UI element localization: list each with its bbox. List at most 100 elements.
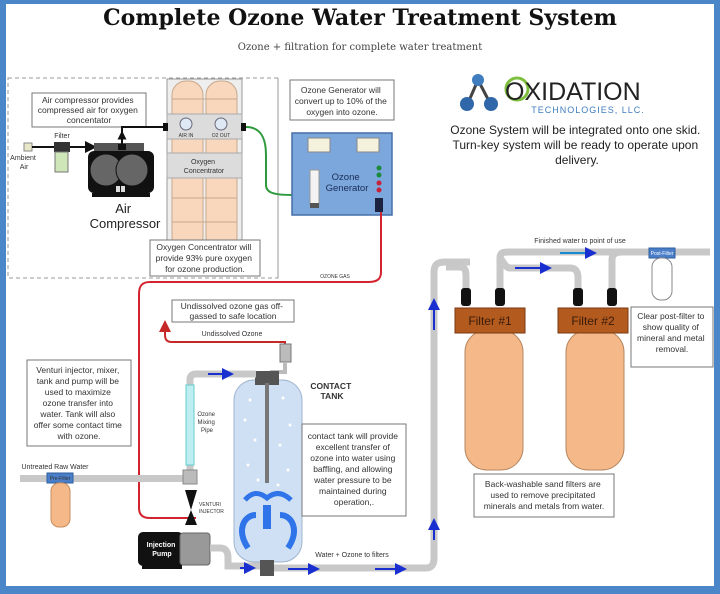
ozone-generator-note-line: Ozone Generator will	[301, 85, 381, 95]
oxygen-concentrator-note-line: Oxygen Concentrator will	[156, 242, 251, 252]
oxygen-concentrator-icon	[163, 78, 246, 260]
svg-text:Clear post-filter to show: Clear post-filter to show quality of min…	[637, 311, 707, 354]
water-ozone-label: Water + Ozone to filters	[315, 552, 389, 559]
venturi-note-line: water. Tank will also	[39, 409, 115, 419]
company-logo: OXIDATION TECHNOLOGIES, LLC.	[460, 74, 645, 115]
venturi-note-line: Venturi injector, mixer,	[36, 365, 119, 375]
offgas-line	[159, 320, 286, 344]
venturi-tee	[182, 469, 198, 485]
post-filter-label: Post-Filter	[651, 251, 674, 257]
filters-note-line: used to remove precipitated	[490, 490, 595, 500]
ozone-generator-note-line: convert up to 10% of the	[295, 96, 387, 106]
offgas-valve-icon	[279, 343, 292, 363]
ozone-gas-label: OZONE GAS	[320, 274, 350, 280]
page-subtitle: Ozone + filtration for complete water tr…	[238, 42, 482, 53]
oxygen-concentrator-label: Concentrator	[184, 168, 225, 175]
air-compressor-note-line: concentator	[67, 115, 112, 125]
offgas-note-line: gassed to safe location	[190, 311, 277, 321]
raw-water-label: Untreated Raw Water	[21, 464, 89, 471]
finished-water-label: Finished water to point of use	[534, 238, 626, 245]
air-in-label: AIR IN	[179, 133, 194, 139]
filter-2-label: Filter #2	[571, 314, 615, 328]
contact-tank-icon	[233, 371, 303, 576]
oxygen-line	[245, 126, 293, 196]
venturi-injector-icon	[185, 490, 197, 525]
indicator-light	[376, 165, 382, 171]
mixing-pipe-label: Mixing	[197, 420, 214, 426]
filters-note-box	[473, 473, 615, 518]
contact-tank-note-line: excellent transfer of	[316, 442, 391, 452]
contact-tank-note-line: maintained during	[319, 486, 387, 496]
ozone-generator-note-box	[289, 79, 395, 121]
svg-text:contact tank will provide: contact tank will provide excellent tran…	[308, 431, 401, 507]
ozone-generator-note-line: oxygen into ozone.	[306, 107, 377, 117]
offgas-note-line: Undissolved ozone gas off-	[181, 301, 284, 311]
venturi-note-box	[26, 359, 132, 447]
raw-water-pipe	[20, 475, 195, 482]
finished-water-pipe	[496, 248, 710, 270]
filter-inlet-manifold	[446, 263, 470, 292]
svg-text:Oxygen Concentrator: Oxygen Concentrator	[184, 159, 225, 175]
ambient-air-label: Air	[20, 164, 29, 171]
o2-out-gauge	[214, 117, 228, 131]
contact-tank-label: TANK	[321, 391, 345, 401]
venturi-injector-label: VENTURI	[199, 502, 221, 508]
post-filter-note-box	[630, 306, 714, 368]
air-compressor-note-line: Air compressor provides	[42, 95, 134, 105]
air-filter-element	[54, 151, 69, 173]
filter-crossover-pipe	[496, 255, 582, 292]
indicator-light	[376, 187, 382, 193]
undissolved-ozone-label: Undissolved Ozone	[202, 331, 263, 338]
ozone-gas-line	[138, 212, 382, 519]
mixing-pipe-label: Ozone	[197, 412, 215, 418]
mixing-pipe-to-tank	[186, 370, 256, 470]
skid-note-line: Turn-key system will be ready to operate…	[452, 138, 698, 152]
svg-text:Injection Pump: Injection Pump	[147, 542, 178, 558]
air-intake-icon	[23, 142, 33, 152]
air-compressor-note-line: compressed air for oxygen	[38, 105, 138, 115]
water-ozone-pipe	[274, 258, 470, 572]
filters-note-line: Back-washable sand filters are	[485, 479, 601, 489]
logo-brand-main: OXIDATION	[505, 78, 641, 106]
ozone-generator-label: Generator	[326, 183, 369, 194]
injection-pump-icon	[138, 532, 211, 569]
svg-text:Air Compressor: Air Compressor	[90, 201, 161, 231]
indicator-light	[376, 180, 382, 186]
indicator-light	[376, 172, 382, 178]
oxygen-concentrator-note-box	[149, 239, 261, 277]
injection-pump-label: Injection	[147, 542, 176, 549]
injection-pump-label: Pump	[152, 551, 171, 558]
logo-brand-sub: TECHNOLOGIES, LLC.	[531, 105, 645, 115]
ozone-skid-boundary	[7, 77, 279, 279]
post-filter-icon	[651, 257, 673, 301]
venturi-note-line: used to maximize	[45, 387, 111, 397]
svg-text:Ozone System will be integrate: Ozone System will be integrated onto one…	[450, 123, 703, 167]
filter-1-label: Filter #1	[468, 314, 512, 328]
air-in-gauge	[179, 117, 193, 131]
svg-text:VENTURI INJECTOR: VENTURI INJECTOR	[199, 502, 224, 515]
svg-text:Venturi injector, mixer, t: Venturi injector, mixer, tank and pump w…	[34, 365, 125, 441]
post-filter-note-line: mineral and metal	[637, 333, 705, 343]
skid-note-line: delivery.	[555, 153, 599, 167]
air-compressor-label: Air	[115, 201, 132, 216]
svg-text:Oxygen Concentrator will p: Oxygen Concentrator will provide 93% pur…	[156, 242, 255, 274]
pump-discharge-pipe	[210, 544, 260, 570]
ozone-generator-icon	[291, 132, 393, 216]
svg-text:Ozone Generator will conve: Ozone Generator will convert up to 10% o…	[295, 85, 390, 117]
contact-tank-note-line: operation,.	[334, 497, 374, 507]
ozone-mixing-pipe-icon	[185, 384, 195, 466]
svg-text:Ambient Air: Ambient Air	[10, 155, 38, 171]
post-filter-note-line: Clear post-filter to	[637, 311, 704, 321]
filter-2-icon	[557, 307, 629, 471]
skid-note-line: Ozone System will be integrated onto one…	[450, 123, 700, 137]
post-filter-note-line: show quality of	[643, 322, 700, 332]
ambient-air-label: Ambient	[10, 155, 36, 162]
svg-text:Ozone Generator: Ozone Generator	[326, 172, 369, 194]
venturi-injector-label: INJECTOR	[199, 509, 224, 515]
prefilter-icon	[50, 482, 71, 528]
svg-text:Undissolved ozone gas off-: Undissolved ozone gas off- gassed to saf…	[181, 301, 286, 321]
molecule-icon	[460, 74, 498, 111]
venturi-note-line: with ozone.	[57, 431, 101, 441]
svg-text:Ozone Mixing Pipe: Ozone Mixing Pipe	[197, 412, 216, 434]
